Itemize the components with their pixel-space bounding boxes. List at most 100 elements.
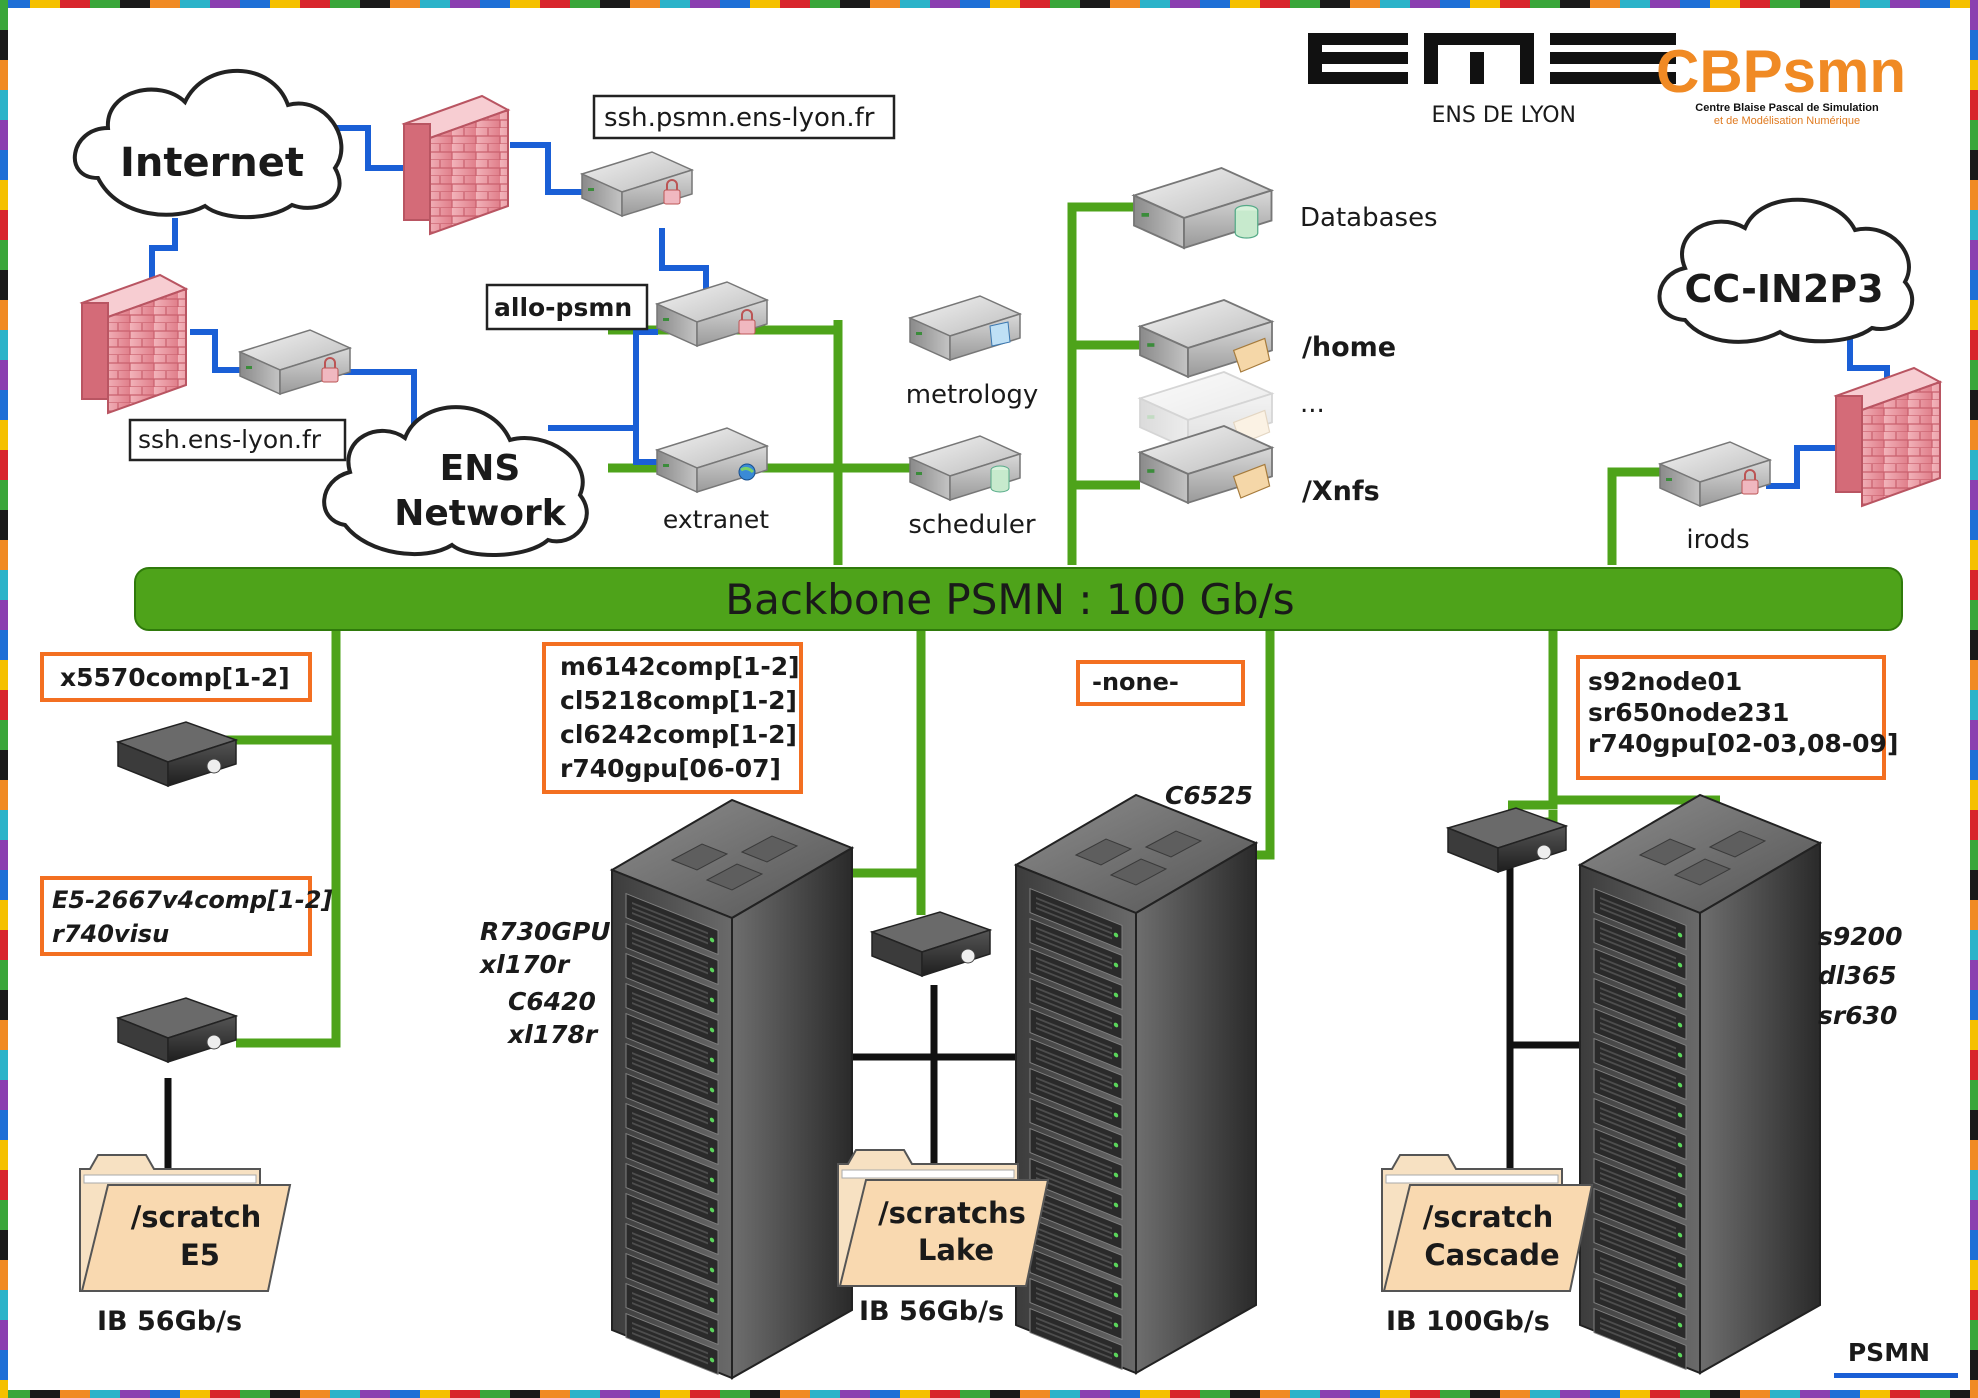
lock-icon: [1741, 479, 1759, 495]
cbpsmn-logo-text: CBPsmn: [1656, 38, 1906, 105]
frame-segment: [1970, 660, 1978, 690]
frame-segment: [0, 960, 8, 990]
frame-segment: [0, 270, 8, 300]
frame-segment: [1970, 420, 1978, 450]
metrology-server: [907, 295, 1023, 362]
frame-segment: [1170, 1390, 1200, 1398]
extranet-server: [654, 427, 770, 494]
frame-segment: [150, 1390, 180, 1398]
frame-segment: [1140, 0, 1170, 8]
frame-segment: [300, 0, 330, 8]
frame-segment: [1970, 690, 1978, 720]
frame-segment: [1020, 0, 1050, 8]
frame-segment: [1800, 1390, 1830, 1398]
frame-segment: [0, 120, 8, 150]
frame-segment: [0, 750, 8, 780]
racks: [609, 793, 1823, 1380]
e5-compute-label-line2: r740visu: [52, 920, 169, 948]
frame-segment: [1950, 1390, 1978, 1398]
frame-segment: [1970, 720, 1978, 750]
frame-segment: [240, 1390, 270, 1398]
frame-segment: [0, 1080, 8, 1110]
frame-segment: [0, 0, 30, 8]
frame-segment: [1830, 1390, 1860, 1398]
frame-segment: [1530, 1390, 1560, 1398]
chart-icon: [989, 321, 1011, 347]
switch-port-icon: [206, 1034, 222, 1050]
rack-label: R730GPU: [480, 917, 611, 946]
frame-segment: [870, 1390, 900, 1398]
frame-segment: [1970, 330, 1978, 360]
frame-segment: [0, 450, 8, 480]
frame-segment: [1970, 600, 1978, 630]
frame-segment: [0, 660, 8, 690]
frame-segment: [0, 1020, 8, 1050]
frame-segment: [1620, 1390, 1650, 1398]
c6525-login-label: -none-: [1092, 668, 1179, 696]
frame-segment: [1970, 300, 1978, 330]
frame-segment: [0, 210, 8, 240]
frame-segment: [0, 540, 8, 570]
lake-login-line: r740gpu[06-07]: [560, 754, 781, 783]
frame-segment: [1650, 1390, 1680, 1398]
frame-segment: [180, 0, 210, 8]
cbpsmn-logo: CBPsmn Centre Blaise Pascal de Simulatio…: [1656, 38, 1906, 127]
frame-segment: [0, 810, 8, 840]
allo-psmn-box: [485, 283, 649, 331]
frame-segment: [0, 240, 8, 270]
allo-psmn-label: allo-psmn: [494, 293, 632, 322]
frame-segment: [0, 150, 8, 180]
frame-segment: [540, 0, 570, 8]
frame-segment: [1230, 0, 1260, 8]
ssh-psmn-label: ssh.psmn.ens-lyon.fr: [604, 103, 875, 133]
frame-segment: [1970, 1350, 1978, 1380]
frame-segment: [1970, 540, 1978, 570]
scratch-label: /scratchs: [878, 1196, 1026, 1230]
frame-segment: [1770, 1390, 1800, 1398]
frame-segment: [0, 390, 8, 420]
e5-ib-switch: [115, 997, 239, 1064]
frame-segment: [1500, 0, 1530, 8]
e5-compute-label-line1: E5-2667v4comp[1-2]: [52, 886, 332, 914]
frame-segment: [1440, 1390, 1470, 1398]
cascade-rack: [1577, 793, 1823, 1375]
frame-segment: [0, 930, 8, 960]
frame-segment: [1970, 1200, 1978, 1230]
frame-segment: [1970, 360, 1978, 390]
frame-segment: [1970, 150, 1978, 180]
frame-segment: [1170, 0, 1200, 8]
frame-segment: [120, 1390, 150, 1398]
frame-segment: [270, 0, 300, 8]
frame-segment: [690, 0, 720, 8]
frame-segment: [0, 1380, 8, 1398]
frame-segment: [1260, 1390, 1290, 1398]
c6525-rack: [1013, 793, 1259, 1375]
rack-label: sr630: [1818, 1001, 1897, 1030]
frame-segment: [300, 1390, 330, 1398]
frame-segment: [0, 1230, 8, 1260]
frame-segment: [1200, 1390, 1230, 1398]
lake-login-line: cl6242comp[1-2]: [560, 720, 797, 749]
frame-segment: [360, 0, 390, 8]
psmn-footer: PSMN: [1834, 1338, 1958, 1378]
lake-login-line: m6142comp[1-2]: [560, 652, 800, 681]
frame-segment: [1970, 930, 1978, 960]
rack-label: xl170r: [478, 950, 571, 979]
frame-segment: [810, 1390, 840, 1398]
firewall-icon: [79, 273, 189, 415]
frame-segment: [0, 630, 8, 660]
frame-segment: [0, 1350, 8, 1380]
ssh-ens-server: [237, 329, 353, 396]
metrology-label: metrology: [906, 380, 1039, 410]
rack-label: xl178r: [506, 1020, 599, 1049]
frame-segment: [1970, 750, 1978, 780]
cascade-scratch-folder: [1381, 1154, 1594, 1292]
frame-segment: [1500, 1390, 1530, 1398]
frame-segment: [990, 0, 1020, 8]
frame-segment: [630, 1390, 660, 1398]
frame-segment: [510, 1390, 540, 1398]
frame-segment: [0, 600, 8, 630]
ens-lyon-logo-text: ENS DE LYON: [1432, 103, 1577, 128]
frame-segment: [1970, 90, 1978, 120]
